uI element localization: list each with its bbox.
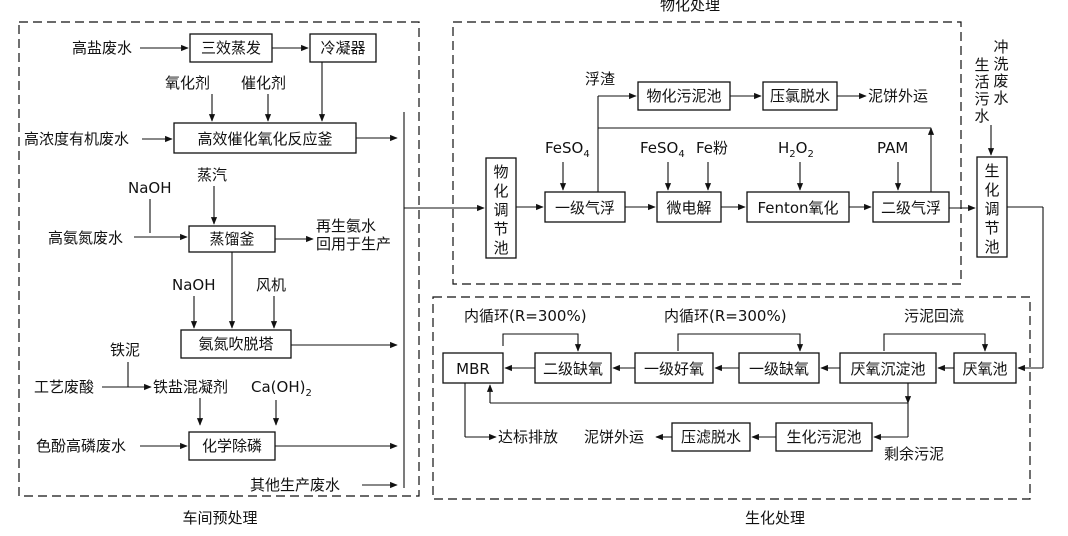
high-salt-wastewater-label: 高盐废水 [72, 39, 132, 57]
anaerobic-settling-tank-box [839, 352, 937, 384]
catalytic-oxidation-reactor-label: 高效催化氧化反应釜 [197, 130, 332, 148]
primary-air-flotation-label: 一级气浮 [555, 199, 615, 217]
bio-sludge-tank-box [775, 422, 873, 452]
process-waste-acid-label: 工艺废酸 [34, 378, 94, 396]
filter-press-dewatering-label-1: 压氯脱水 [770, 87, 830, 105]
section-label-biochem: 生化处理 [745, 509, 805, 527]
secondary-anoxic-label: 二级缺氧 [543, 360, 603, 378]
physchem-adjust-char: 化 [493, 182, 508, 200]
iron-powder-label: Fe粉 [696, 139, 728, 157]
anaerobic-tank-box [953, 352, 1017, 384]
physchem-adjust-char: 物 [493, 163, 508, 181]
sludge-cake-out-label-1: 泥饼外运 [868, 87, 928, 105]
primary-anoxic-label: 一级缺氧 [749, 360, 809, 378]
h2o2-label: H2O2 [778, 139, 814, 160]
fan-label: 风机 [256, 276, 286, 294]
triple-effect-evaporator-label: 三效蒸发 [201, 39, 261, 57]
bio-adjust-char: 生 [984, 162, 999, 180]
other-production-wastewater-label: 其他生产废水 [250, 476, 340, 494]
micro-electrolysis-box [656, 191, 722, 223]
primary-aerobic-box [634, 352, 714, 384]
triple-effect-evaporator-box [189, 33, 273, 63]
secondary-air-flotation-label: 二级气浮 [881, 199, 941, 217]
compliant-discharge-label: 达标排放 [498, 428, 558, 446]
fenton-oxidation-label: Fenton氧化 [757, 199, 838, 217]
naoh-label-1: NaOH [128, 179, 172, 197]
internal-recycle-label-1: 内循环(R=300%) [464, 307, 587, 325]
bio-adjust-tank-box [976, 156, 1008, 258]
primary-anoxic-box [738, 352, 820, 384]
naphthol-high-phosphorus-label: 色酚高磷废水 [36, 437, 126, 455]
domestic-sewage-char: 生 [974, 56, 989, 74]
iron-sludge-label: 铁泥 [110, 341, 140, 359]
filter-press-dewatering-box-2 [671, 422, 751, 452]
distillation-kettle-box [188, 225, 276, 253]
distillation-kettle-label: 蒸馏釜 [209, 230, 254, 248]
steam-label: 蒸汽 [197, 166, 227, 184]
primary-aerobic-label: 一级好氧 [644, 360, 704, 378]
ammonia-stripping-tower-label: 氨氮吹脱塔 [198, 335, 273, 353]
flush-wastewater-char: 水 [993, 89, 1008, 107]
mbr-label: MBR [456, 360, 490, 378]
regenerated-ammonia-label: 再生氨水 [316, 217, 376, 235]
section-label-pretreatment: 车间预处理 [182, 509, 257, 527]
anaerobic-tank-label: 厌氧池 [962, 360, 1007, 378]
feso4-label-1: FeSO4 [545, 139, 590, 160]
naoh-label-2: NaOH [172, 276, 216, 294]
domestic-sewage-char: 水 [974, 107, 989, 125]
flush-wastewater-char: 洗 [993, 55, 1008, 73]
chemical-phosphorus-removal-box [188, 431, 276, 461]
bio-adjust-char: 池 [984, 238, 999, 256]
oxidant-label: 氧化剂 [165, 74, 210, 92]
high-ammonia-wastewater-label: 高氨氮废水 [48, 229, 123, 247]
flush-wastewater-char: 冲 [993, 38, 1008, 56]
catalytic-oxidation-reactor-box [173, 122, 357, 154]
bio-sludge-tank-label: 生化污泥池 [786, 428, 861, 446]
micro-electrolysis-label: 微电解 [666, 199, 711, 217]
physchem-sludge-tank-box [637, 81, 731, 111]
excess-sludge-label: 剩余污泥 [884, 445, 944, 463]
anaerobic-settling-tank-label: 厌氧沉淀池 [850, 360, 925, 378]
pam-label: PAM [877, 139, 908, 157]
sludge-return-label: 污泥回流 [904, 307, 964, 325]
physchem-frame [452, 21, 962, 285]
ammonia-stripping-tower-box [180, 329, 292, 359]
biochem-frame [432, 296, 1031, 500]
sludge-cake-out-label-2: 泥饼外运 [584, 428, 644, 446]
calcium-hydroxide-label: Ca(OH)2 [251, 378, 312, 399]
domestic-sewage-char: 污 [974, 90, 989, 108]
mbr-box [442, 352, 504, 384]
filter-press-dewatering-box-1 [762, 81, 838, 111]
physchem-adjust-char: 池 [493, 239, 508, 257]
bio-adjust-char: 化 [984, 181, 999, 199]
catalyst-label: 催化剂 [241, 74, 286, 92]
flush-wastewater-char: 废 [993, 72, 1008, 90]
bio-adjust-char: 调 [984, 200, 999, 218]
condenser-box [309, 33, 377, 63]
internal-recycle-label-2: 内循环(R=300%) [664, 307, 787, 325]
domestic-sewage-char: 活 [974, 73, 989, 91]
physchem-sludge-tank-label: 物化污泥池 [646, 87, 721, 105]
section-label-physchem: 物化处理 [660, 0, 720, 14]
reuse-in-production-label: 回用于生产 [316, 235, 391, 253]
pretreatment-frame [18, 21, 420, 497]
feso4-label-2: FeSO4 [640, 139, 685, 160]
bio-adjust-char: 节 [984, 219, 999, 237]
chemical-phosphorus-removal-label: 化学除磷 [202, 437, 262, 455]
scum-label: 浮渣 [585, 70, 615, 88]
physchem-adjust-char: 调 [493, 201, 508, 219]
filter-press-dewatering-label-2: 压滤脱水 [681, 428, 741, 446]
iron-salt-coagulant-label: 铁盐混凝剂 [153, 378, 228, 396]
high-organic-wastewater-label: 高浓度有机废水 [24, 130, 129, 148]
condenser-label: 冷凝器 [320, 39, 365, 57]
physchem-adjust-tank-box [485, 157, 517, 259]
physchem-adjust-char: 节 [493, 220, 508, 238]
secondary-air-flotation-box [872, 191, 950, 223]
